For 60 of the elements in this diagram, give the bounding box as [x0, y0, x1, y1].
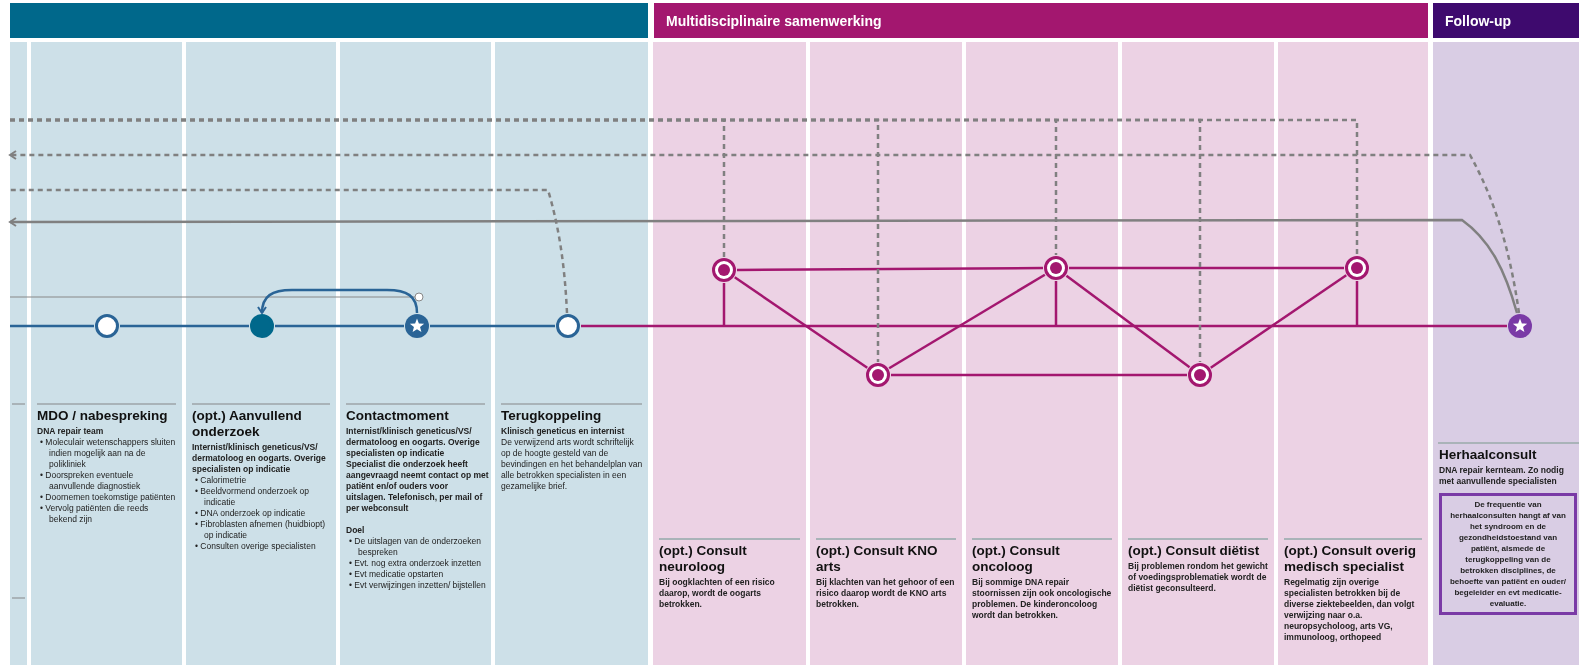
connector-line	[10, 324, 94, 328]
card-heading: (opt.) Consult oncoloog	[972, 543, 1061, 575]
card-heading: Terugkoppeling	[501, 408, 603, 424]
arrow	[257, 288, 419, 314]
connector-line	[891, 373, 1187, 377]
bullet-item: • Moleculair wetenschappers sluiten indien mogelijk aan na de polikliniek	[39, 437, 177, 470]
connector-line	[120, 324, 249, 328]
connector-line	[1210, 274, 1347, 369]
card-subheading: Klinisch geneticus en internist	[501, 426, 626, 437]
card-subheading: DNA repair kernteam. Zo nodig met aanvullende specialisten	[1439, 465, 1565, 487]
arrow	[9, 150, 1521, 314]
note-box: De frequentie van herhaalconsulten hangt af van het syndroom en de gezondheidstoestand van patiënt, alsmede de terugkoppeling van de betrokken disciplines, de behoefte van patiënt en ouder/ begeleider en evt medicatie-evaluatie.	[1439, 493, 1577, 615]
card-subheading: Bij oogklachten of een risico daarop, wordt de oogarts betrokken.	[659, 577, 776, 610]
card-subheading: Regelmatig zijn overige specialisten betrokken bij de diverse ziektebeelden, dan volgt verwijzing naar o.a. neuropsycholoog, arts VG, immunoloog, orthopeed	[1284, 577, 1416, 643]
bullet-item: • DNA onderzoek op indicatie	[194, 508, 307, 519]
connector-line	[888, 273, 1046, 370]
bullet-item: • Evt medicatie opstarten	[348, 569, 445, 580]
card-heading: (opt.) Consult diëtist	[1128, 543, 1261, 559]
bullet-item: • Calorimetrie	[194, 475, 248, 486]
bullet-item: • Fibroblasten afnemen (huidbiopt) op indicatie	[194, 519, 327, 541]
connector-line	[1069, 266, 1344, 270]
connector-line	[275, 324, 404, 328]
phase-header	[10, 3, 648, 38]
connector-line	[10, 188, 569, 314]
bullet-item: • Beeldvormend onderzoek op indicatie	[194, 486, 311, 508]
card-subheading: Bij sommige DNA repair stoornissen zijn ook oncologische problemen. De kinderoncoloog wordt dan betrokken.	[972, 577, 1113, 621]
card-heading: (opt.) Aanvullend onderzoek	[192, 408, 303, 440]
connector-line	[1355, 281, 1359, 326]
card-heading: (opt.) Consult KNO arts	[816, 543, 939, 575]
bullet-item: • Vervolg patiënten die reeds bekend zijn	[39, 503, 150, 525]
section-label: Doel	[346, 525, 366, 536]
connector-line	[581, 324, 1507, 328]
card-subheading: Internist/klinisch geneticus/VS/ dermatoloog en oogarts. Overige specialisten op indicatie	[192, 442, 327, 475]
connector-line	[1065, 274, 1191, 369]
bullet-item: • Evt verwijzingen inzetten/ bijstellen	[348, 580, 487, 591]
connector-line	[430, 324, 555, 328]
bullet-item: • Consulten overige specialisten	[194, 541, 317, 552]
bullet-item: • De uitslagen van de onderzoeken bespreken	[348, 536, 482, 558]
connector-line	[722, 283, 726, 326]
card-heading: Herhaalconsult	[1439, 447, 1538, 463]
card-text: Specialist die onderzoek heeft aangevraagd neemt contact op met patiënt en/of ouders voor uitslagen. Telefonisch, per mail of per webconsult	[346, 459, 490, 514]
bullet-item: • Evt. nog extra onderzoek inzetten	[348, 558, 482, 569]
card-subheading: Bij klachten van het gehoor of een risico daarop wordt de KNO arts betrokken.	[816, 577, 956, 610]
connector-line	[734, 276, 868, 369]
card-subheading: DNA repair team	[37, 426, 105, 437]
card-text: De verwijzend arts wordt schriftelijk op de hoogte gesteld van de bevindingen en het behandelplan van alle betrokken specialisten in een gezamelijke brief.	[501, 437, 643, 492]
connector-line	[1054, 281, 1058, 326]
card-heading: (opt.) Consult overig medisch specialist	[1284, 543, 1417, 575]
card-subheading: Bij problemen rondom het gewicht of voedingsproblematiek wordt de diëtist geconsulteerd.	[1128, 561, 1269, 594]
phase-header: Follow-up	[1433, 3, 1579, 38]
card-subheading: Internist/klinisch geneticus/VS/ dermatoloog en oogarts. Overige specialisten op indicatie	[346, 426, 481, 459]
card-heading: (opt.) Consult neuroloog	[659, 543, 748, 575]
connector-line	[10, 118, 1359, 255]
card-heading: MDO / nabespreking	[37, 408, 169, 424]
connector-line	[737, 266, 1043, 272]
bullet-item: • Doorspreken eventuele aanvullende diagnostiek	[39, 470, 142, 492]
arrow	[9, 217, 1519, 314]
card-heading: Contactmoment	[346, 408, 450, 424]
phase-header: Multidisciplinaire samenwerking	[654, 3, 1428, 38]
bullet-item: • Doornemen toekomstige patiënten	[39, 492, 177, 503]
